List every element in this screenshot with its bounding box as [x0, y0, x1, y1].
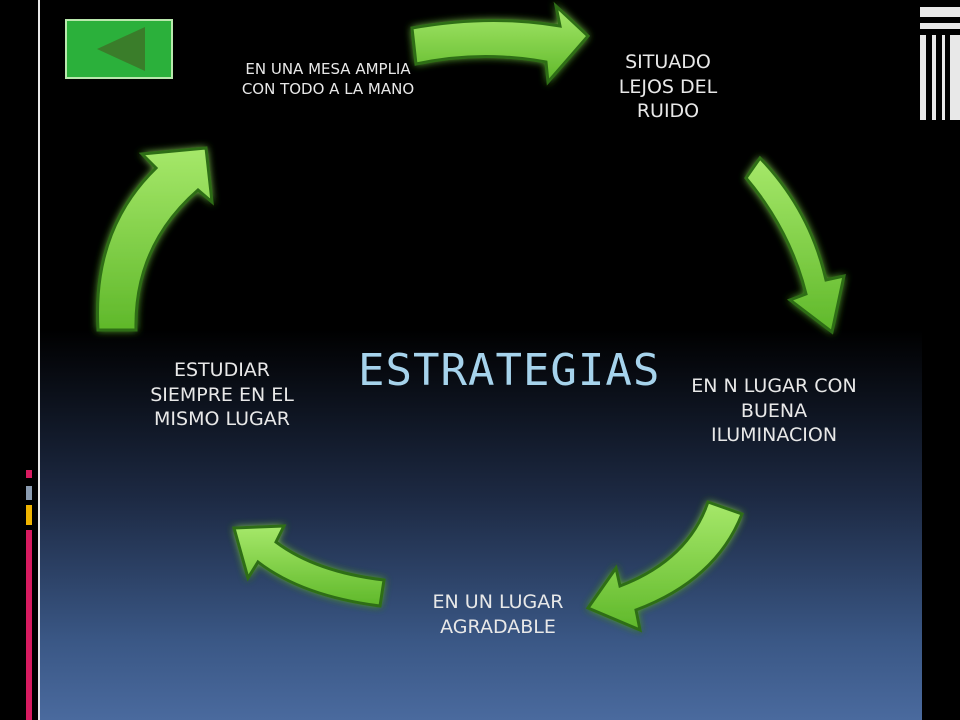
cycle-arrow: [410, 1, 591, 86]
step-label: EN UN LUGAR AGRADABLE: [432, 591, 564, 638]
step-label: SITUADO LEJOS DEL RUIDO: [618, 51, 718, 123]
cycle-arrow: [744, 155, 846, 335]
cycle-arrow: [585, 500, 744, 633]
right-margin: [922, 0, 960, 720]
decorative-stripes: [920, 7, 960, 120]
step-label: ESTUDIAR SIEMPRE EN EL MISMO LUGAR: [150, 359, 294, 431]
cycle-arrow: [96, 146, 214, 332]
back-button[interactable]: [65, 19, 173, 79]
triangle-left-icon: [97, 27, 145, 71]
step-label: EN UNA MESA AMPLIA CON TODO A LA MANO: [241, 60, 415, 98]
diagram-title: ESTRATEGIAS: [358, 345, 661, 396]
accent-tick: [26, 505, 32, 525]
left-divider-line: [38, 0, 40, 720]
cycle-arrow: [232, 524, 386, 608]
step-label: EN N LUGAR CON BUENA ILUMINACION: [691, 375, 857, 447]
accent-tick: [26, 470, 32, 478]
accent-bar: [26, 530, 32, 720]
accent-tick: [26, 486, 32, 500]
